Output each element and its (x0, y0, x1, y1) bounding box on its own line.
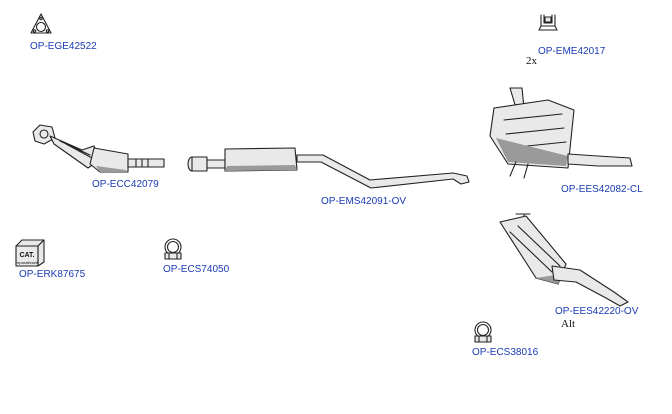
middle-silencer-icon[interactable] (185, 140, 480, 196)
clamp-large-icon[interactable] (470, 320, 496, 346)
rear-silencer-part-link[interactable]: OP-EES42082-CL (561, 184, 643, 195)
mounting-kit-box-icon[interactable] (14, 238, 46, 268)
mounting-kit-part-link[interactable]: OP-ERK87675 (19, 269, 86, 280)
gasket-part-link[interactable]: OP-EGE42522 (30, 41, 97, 52)
mounting-kit-box-subtitle: reparatiesett (15, 260, 39, 265)
clamp-small-part-link[interactable]: OP-ECS74050 (163, 264, 230, 275)
clamp-small-icon[interactable] (160, 237, 186, 263)
rear-silencer-alt-note: Alt (561, 318, 576, 330)
catalytic-converter-part-link[interactable]: OP-ECC42079 (92, 179, 159, 190)
rubber-mount-part-link[interactable]: OP-EME42017 (538, 46, 606, 57)
middle-silencer-part-link[interactable]: OP-EMS42091-OV (321, 196, 407, 207)
rubber-mount-quantity: 2x (526, 55, 537, 67)
rear-silencer-alt-icon[interactable] (496, 208, 634, 308)
mounting-kit-box-title: CAT. (19, 252, 35, 259)
rubber-mount-icon[interactable] (536, 12, 560, 34)
gasket-icon[interactable] (28, 12, 54, 38)
rear-silencer-icon[interactable] (486, 84, 638, 182)
catalytic-converter-icon[interactable] (30, 122, 170, 182)
rear-silencer-alt-part-link[interactable]: OP-EES42220-OV (555, 306, 639, 317)
clamp-large-part-link[interactable]: OP-ECS38016 (472, 347, 539, 358)
